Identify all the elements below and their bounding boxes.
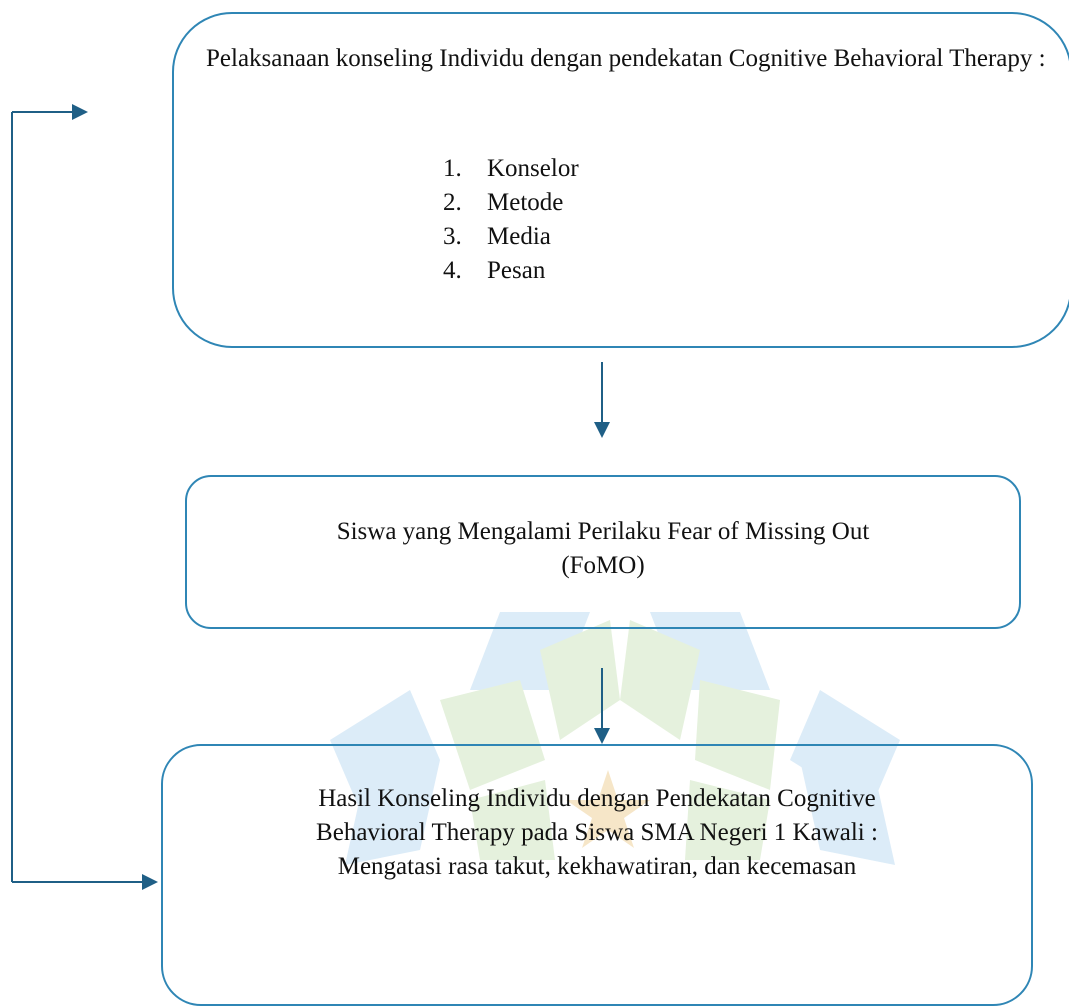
fomo-students-text: Siswa yang Mengalami Perilaku Fear of Mi… [187,515,1019,583]
list-item: 3. Media [443,220,579,254]
arrowhead-down-1 [594,422,610,438]
arrowhead-right-top [72,104,88,120]
list-item-number: 2. [443,189,462,216]
fomo-students-line-1: Siswa yang Mengalami Perilaku Fear of Mi… [336,518,870,545]
list-item-label: Konselor [487,155,579,182]
fomo-students-box: Siswa yang Mengalami Perilaku Fear of Mi… [185,475,1021,629]
list-item: 1. Konselor [443,152,579,186]
list-item-number: 3. [443,223,462,250]
list-item-label: Pesan [487,257,546,284]
arrowhead-right-bottom [142,874,158,890]
fomo-students-line-2: (FoMO) [561,552,645,579]
counseling-result-box: Hasil Konseling Individu dengan Pendekat… [161,744,1033,1006]
implementation-list: 1. Konselor 2. Metode 3. Media 4. Pesan [443,152,579,288]
list-item-label: Metode [487,189,564,216]
implementation-title: Pelaksanaan konseling Individu dengan pe… [206,45,1046,72]
list-item: 2. Metode [443,186,579,220]
counseling-result-line-3: Mengatasi rasa takut, kekhawatiran, dan … [337,853,857,880]
implementation-box: Pelaksanaan konseling Individu dengan pe… [172,12,1069,348]
counseling-result-line-1: Hasil Konseling Individu dengan Pendekat… [318,785,876,812]
arrowhead-down-2 [594,728,610,744]
counseling-result-line-2: Behavioral Therapy pada Siswa SMA Negeri… [316,819,878,846]
list-item-number: 1. [443,155,462,182]
list-item-label: Media [487,223,551,250]
list-item: 4. Pesan [443,254,579,288]
list-item-number: 4. [443,257,462,284]
counseling-result-text: Hasil Konseling Individu dengan Pendekat… [163,782,1031,884]
